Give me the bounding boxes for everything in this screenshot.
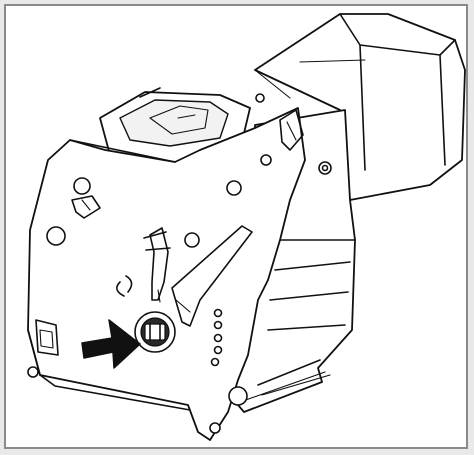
guide-slot <box>171 225 253 327</box>
left-bracket <box>71 195 101 219</box>
latch-tab <box>279 109 304 151</box>
mounting-holes <box>27 93 332 434</box>
lever-assembly <box>116 227 171 303</box>
indicator-arrow-icon <box>81 319 141 369</box>
drive-coupling <box>134 311 176 353</box>
recess <box>35 319 59 356</box>
